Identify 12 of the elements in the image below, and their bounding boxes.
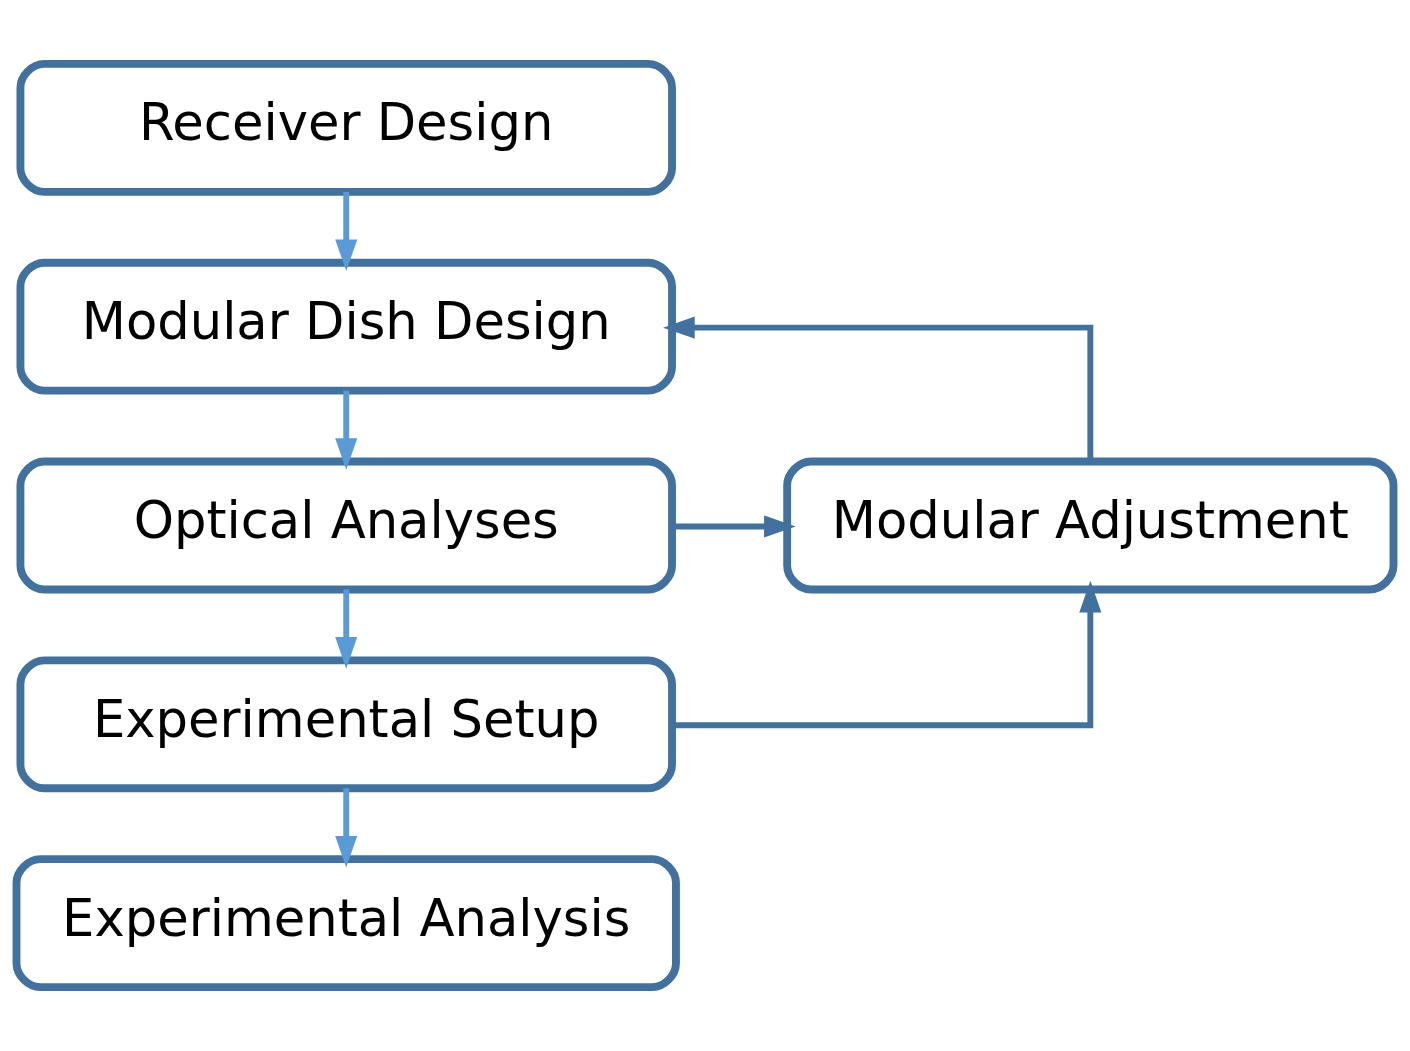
arrow: [672, 580, 1102, 729]
arrow: [335, 191, 358, 272]
node-box: Receiver Design: [16, 59, 676, 196]
arrow: [335, 390, 358, 470]
node-box: Experimental Setup: [16, 656, 676, 793]
arrow: [335, 788, 358, 868]
node-box: Experimental Analysis: [12, 855, 680, 992]
arrow: [672, 515, 796, 538]
node-box: Modular Adjustment: [783, 457, 1398, 594]
node-box: Optical Analyses: [16, 457, 676, 594]
node-box: Modular Dish Design: [16, 258, 676, 395]
arrow: [335, 589, 358, 669]
